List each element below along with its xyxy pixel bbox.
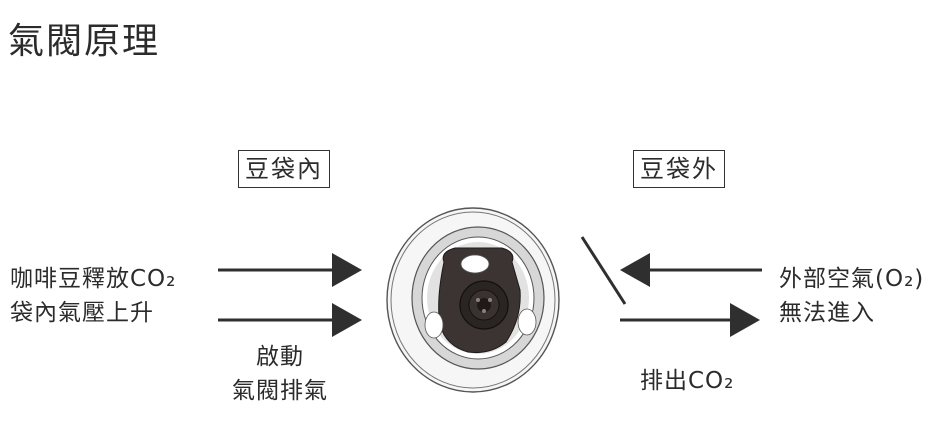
left-description: 咖啡豆釋放CO₂ 袋內氣壓上升 <box>10 262 176 330</box>
left-line-1: 咖啡豆釋放CO₂ <box>10 266 177 292</box>
page-title: 氣閥原理 <box>8 21 161 62</box>
label-outside-bag: 豆袋外 <box>633 150 725 188</box>
valve-icon <box>386 207 560 393</box>
valve-line-1: 啟動 <box>256 344 304 370</box>
valve-description: 啟動 氣閥排氣 <box>232 340 328 408</box>
right-line-2: 無法進入 <box>779 300 875 326</box>
label-inside-bag: 豆袋內 <box>238 150 330 188</box>
exhaust-label: 排出CO₂ <box>640 368 735 394</box>
arrow-left <box>620 253 762 287</box>
valve-flap-line <box>580 236 627 305</box>
arrow-right-lower <box>218 303 362 337</box>
right-line-1: 外部空氣(O₂) <box>779 266 925 292</box>
arrow-right-upper <box>218 253 362 287</box>
valve-line-2: 氣閥排氣 <box>232 378 328 404</box>
arrow-exhaust <box>620 303 760 337</box>
right-description: 外部空氣(O₂) 無法進入 <box>779 262 924 330</box>
left-line-2: 袋內氣壓上升 <box>10 300 154 326</box>
